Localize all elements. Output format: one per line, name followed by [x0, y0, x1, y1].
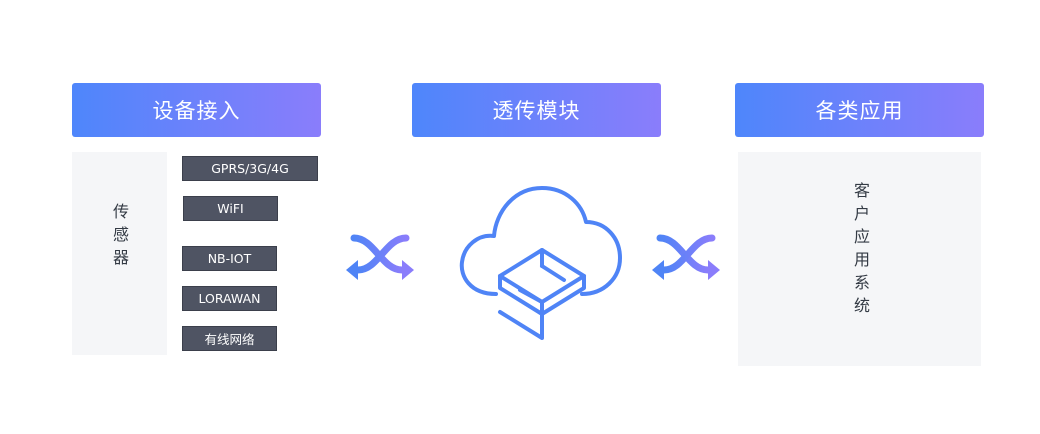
- tag-wired-network: 有线网络: [182, 326, 277, 351]
- tag-nbiot: NB-IOT: [182, 246, 277, 271]
- crossing-arrows-icon: [346, 234, 414, 280]
- header-applications: 各类应用: [735, 83, 984, 137]
- header-device-access: 设备接入: [72, 83, 321, 137]
- cloud-module-icon: [459, 186, 622, 340]
- header-transparent-module: 透传模块: [412, 83, 661, 137]
- client-app-label: 客户应用系统: [851, 182, 870, 320]
- tag-lorawan: LORAWAN: [182, 286, 277, 311]
- tag-wifi: WiFI: [183, 196, 278, 221]
- tag-gprs: GPRS/3G/4G: [182, 156, 318, 181]
- client-app-panel: [738, 152, 981, 366]
- crossing-arrows-icon: [652, 234, 720, 280]
- sensor-panel: [72, 152, 167, 355]
- sensor-label: 传感器: [110, 203, 129, 272]
